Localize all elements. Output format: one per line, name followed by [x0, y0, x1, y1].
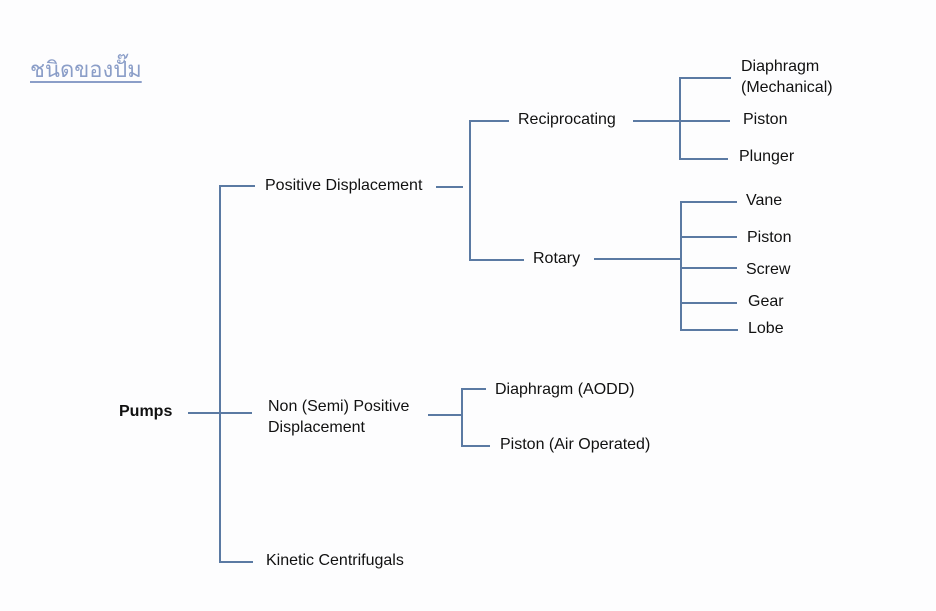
node-diaphragm-aodd: Diaphragm (AODD): [495, 381, 635, 398]
diagram-title: ชนิดของปั๊ม: [30, 58, 142, 83]
node-reciprocating: Reciprocating: [518, 111, 616, 128]
node-piston-air: Piston (Air Operated): [500, 436, 651, 453]
node-non-positive-line2: Displacement: [268, 419, 365, 436]
node-recip-piston: Piston: [743, 111, 788, 128]
node-plunger: Plunger: [739, 148, 795, 165]
node-kinetic: Kinetic Centrifugals: [266, 552, 404, 569]
node-pumps: Pumps: [119, 403, 173, 420]
node-positive-displacement: Positive Displacement: [265, 177, 423, 194]
node-screw: Screw: [746, 261, 791, 278]
node-diaphragm-line2: (Mechanical): [741, 79, 833, 96]
node-non-positive-line1: Non (Semi) Positive: [268, 398, 410, 415]
node-vane: Vane: [746, 192, 783, 209]
node-lobe: Lobe: [748, 320, 784, 337]
node-rotary: Rotary: [533, 250, 581, 267]
node-diaphragm-line1: Diaphragm: [741, 58, 820, 75]
node-gear: Gear: [748, 293, 784, 310]
node-rotary-piston: Piston: [747, 229, 792, 246]
